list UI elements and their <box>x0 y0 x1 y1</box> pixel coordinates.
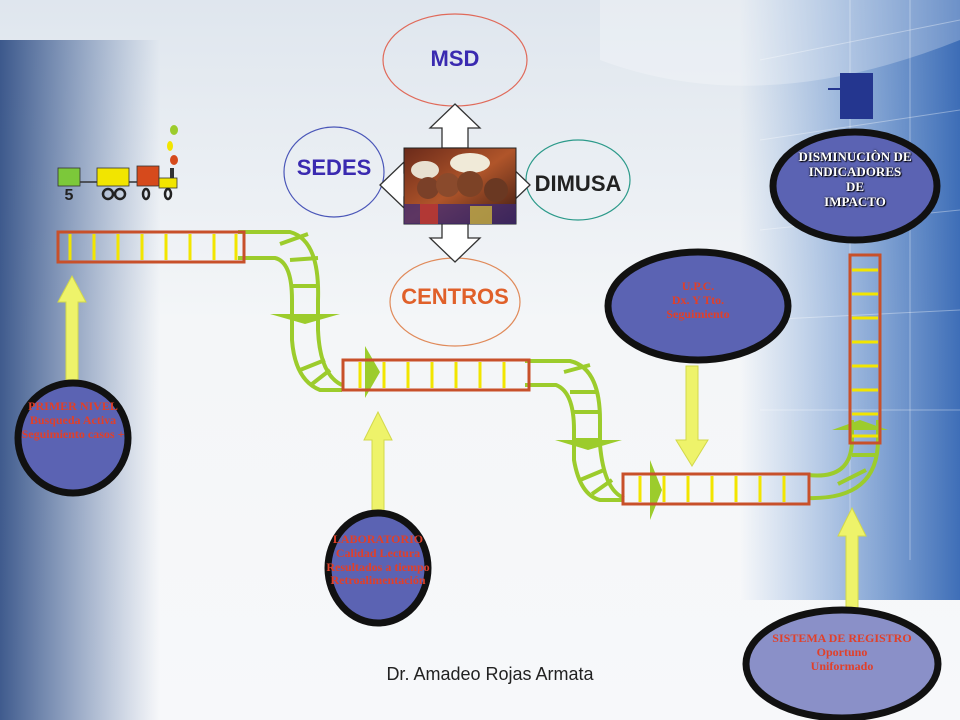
sistema-ellipse <box>742 606 942 720</box>
upc-line1: Dx. Y Tto. <box>671 292 725 307</box>
laboratorio-title: LABORATORIO <box>332 532 424 546</box>
train-number: 5 <box>65 187 74 204</box>
upc-line2: Seguimiento <box>666 306 730 321</box>
footer-author: Dr. Amadeo Rojas Armata <box>386 664 594 684</box>
people-photo <box>403 147 517 225</box>
primer-nivel-ellipse <box>14 379 132 497</box>
rail-segment-3 <box>621 472 811 506</box>
disminucion-ellipse <box>769 128 941 244</box>
disminucion-line4: IMPACTO <box>824 193 886 209</box>
sistema-line1: Oportuno <box>816 644 868 659</box>
upc-ellipse <box>604 248 792 364</box>
laboratorio-ellipse <box>324 509 432 627</box>
rail-segment-vertical <box>848 253 882 445</box>
laboratorio-line1: Calidad Lectura <box>335 545 421 560</box>
msd-label: MSD <box>430 46 480 71</box>
laboratorio-text: LABORATORIO Calidad Lectura Resultados a… <box>298 532 458 588</box>
centros-label: CENTROS <box>401 284 509 309</box>
train-icon <box>57 125 178 201</box>
primer-nivel-line1: Busqueda Activa <box>29 412 117 427</box>
top-right-marker <box>840 73 873 119</box>
disminucion-line1: DISMINUCIÒN DE <box>798 149 912 164</box>
upc-text: U.P.C. Dx. Y Tto. Seguimiento <box>628 279 768 321</box>
rail-segment-1 <box>56 230 246 264</box>
rail-segment-2 <box>341 358 531 392</box>
pipe-arrowheads <box>270 314 888 520</box>
sedes-node <box>283 126 385 218</box>
pipe-path <box>238 230 880 502</box>
primer-nivel-line2: Seguimiento casos + <box>21 426 125 441</box>
sistema-title: SISTEMA DE REGISTRO <box>772 631 912 645</box>
disminucion-text: DISMINUCIÒN DE INDICADORES DE IMPACTO <box>775 149 935 210</box>
disminucion-line3: DE <box>845 178 865 194</box>
yellow-arrows <box>57 274 867 611</box>
sistema-text: SISTEMA DE REGISTRO Oportuno Uniformado <box>744 631 940 673</box>
laboratorio-line2: Resultados a tiempo <box>326 559 430 574</box>
primer-nivel-title: PRIMER NIVEL <box>28 399 118 413</box>
primer-nivel-text: PRIMER NIVEL Busqueda Activa Seguimiento… <box>0 399 148 441</box>
laboratorio-line3: Retroalimentación <box>330 573 426 588</box>
dimusa-label: DIMUSA <box>534 171 622 196</box>
upc-title: U.P.C. <box>681 279 715 293</box>
sistema-line2: Uniformado <box>810 658 874 673</box>
disminucion-line2: INDICADORES <box>808 163 902 179</box>
sedes-label: SEDES <box>296 155 372 180</box>
dimusa-node <box>525 139 631 221</box>
